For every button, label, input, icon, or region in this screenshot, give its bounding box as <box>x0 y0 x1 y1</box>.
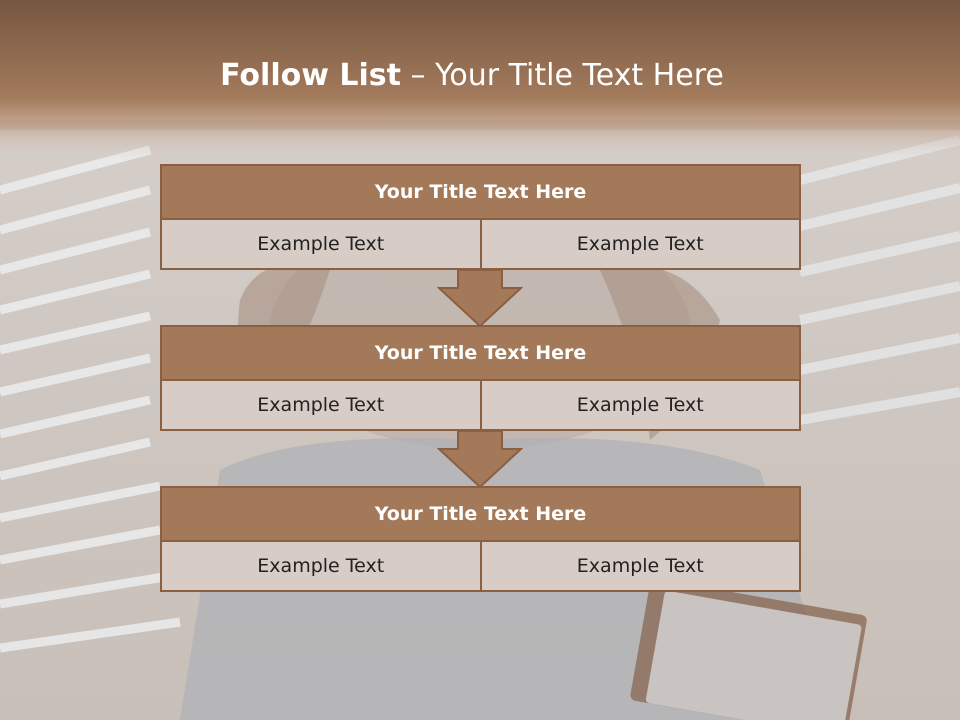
step-cell-left: Example Text <box>160 220 482 270</box>
step-cell-right: Example Text <box>481 542 801 592</box>
step-row: Example Text Example Text <box>160 381 801 431</box>
down-arrow-icon <box>437 270 523 326</box>
step-row: Example Text Example Text <box>160 542 801 592</box>
slide-title: Follow List – Your Title Text Here <box>0 56 944 96</box>
step-cell-left: Example Text <box>160 381 482 431</box>
step-row: Example Text Example Text <box>160 220 801 270</box>
slide-title-rest: – Your Title Text Here <box>410 58 724 93</box>
step-block-3: Your Title Text Here Example Text Exampl… <box>160 486 801 592</box>
step-title: Your Title Text Here <box>160 164 801 220</box>
step-title: Your Title Text Here <box>160 486 801 542</box>
step-block-1: Your Title Text Here Example Text Exampl… <box>160 164 801 270</box>
step-block-2: Your Title Text Here Example Text Exampl… <box>160 325 801 431</box>
slide-title-bold: Follow List <box>220 58 401 93</box>
step-cell-right: Example Text <box>481 220 801 270</box>
step-cell-right: Example Text <box>481 381 801 431</box>
down-arrow-icon <box>437 431 523 487</box>
step-title: Your Title Text Here <box>160 325 801 381</box>
step-cell-left: Example Text <box>160 542 482 592</box>
